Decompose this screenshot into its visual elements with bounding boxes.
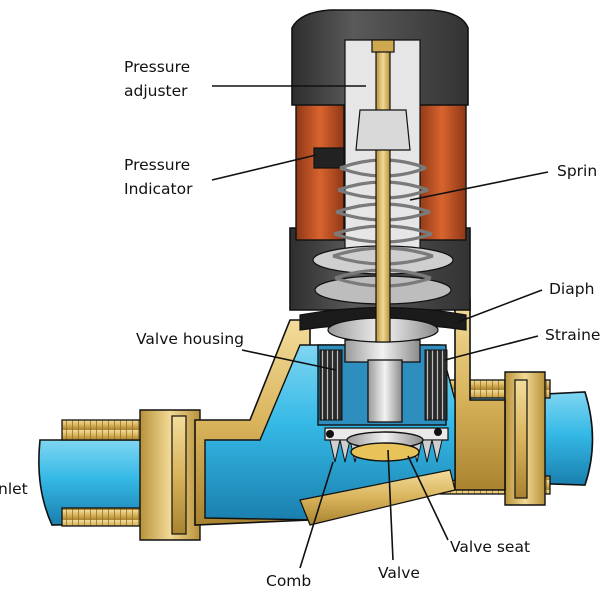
valve-housing xyxy=(317,339,449,463)
label-comb: Comb xyxy=(266,461,334,590)
label-strainer: Straine xyxy=(444,326,600,361)
pipe-body xyxy=(38,299,594,541)
inlet-label: nlet xyxy=(0,480,28,498)
pressure-adjuster-label-line1: Pressure xyxy=(124,58,190,76)
valve-housing-label: Valve housing xyxy=(136,330,244,348)
label-spring: Sprin xyxy=(409,162,597,201)
label-valve-housing: Valve housing xyxy=(136,330,337,371)
valve-label: Valve xyxy=(378,564,420,582)
pressure-indicator-sleeve xyxy=(295,99,345,241)
diaphragm-label: Diaph xyxy=(549,280,594,298)
valve-seat-label: Valve seat xyxy=(450,538,530,556)
valve-seat xyxy=(350,442,420,462)
label-inlet: nlet xyxy=(0,480,28,498)
spring-label: Sprin xyxy=(557,162,597,180)
pressure-indicator-label-line1: Pressure xyxy=(124,156,190,174)
label-pressure-indicator: Pressure Indicator xyxy=(124,154,317,198)
comb-label: Comb xyxy=(266,572,311,590)
pressure-indicator-label-line2: Indicator xyxy=(124,180,193,198)
label-valve: Valve xyxy=(378,449,420,582)
pressure-adjuster-label-line2: adjuster xyxy=(124,82,188,100)
strainer-label: Straine xyxy=(545,326,600,344)
label-pressure-adjuster: Pressure adjuster xyxy=(124,58,366,100)
label-diaphragm: Diaph xyxy=(457,280,594,323)
adjuster-stem xyxy=(355,39,411,343)
label-valve-seat: Valve seat xyxy=(407,455,530,556)
